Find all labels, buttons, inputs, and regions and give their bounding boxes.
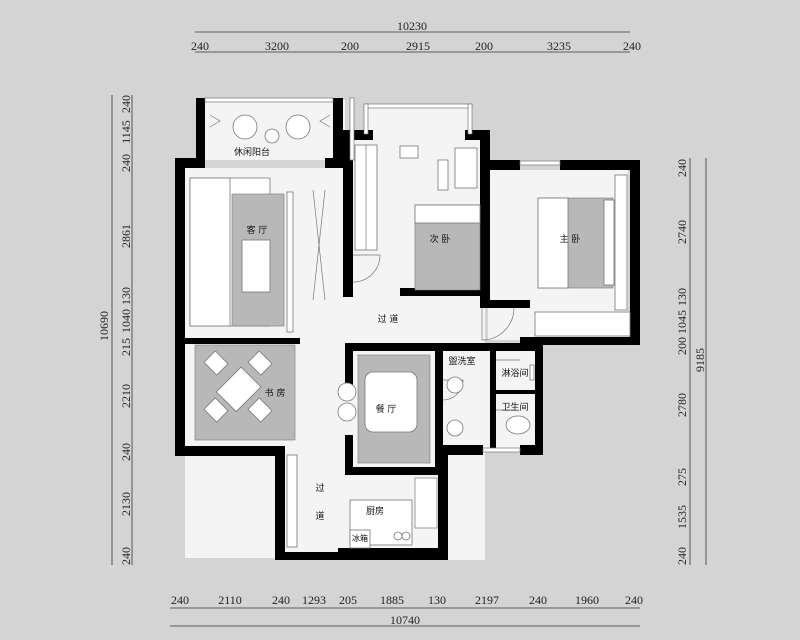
bottom-dim-7: 130 [428,593,446,607]
left-dim-9: 240 [119,443,133,461]
label-shower: 淋浴间 [501,367,528,379]
label-dining-room: 餐 厅 [376,403,397,415]
top-dim-6: 3235 [547,39,571,53]
living-furniture [189,177,294,333]
left-dim-11: 240 [119,547,133,565]
bottom-dim-9: 240 [529,593,547,607]
bottom-dim-8: 2197 [475,593,499,607]
left-dim-2: 1145 [119,120,133,144]
label-study: 书 房 [265,387,286,399]
right-total-dim: 9185 [693,348,707,372]
left-dimensions: 10690 240 1145 240 2861 130 1040 215 221… [97,95,133,565]
left-dim-8: 2210 [119,384,133,408]
balcony-furniture [209,114,331,144]
left-dim-10: 2130 [119,492,133,516]
left-dim-4: 2861 [119,224,133,248]
room-labels: 休闲阳台 客 厅 次 卧 主 卧 过 道 书 房 盥洗室 淋浴间 卫生间 餐 厅… [234,146,580,543]
bottom-dim-6: 1885 [380,593,404,607]
study-furniture [194,344,296,441]
label-corridor: 过 道 [378,313,399,325]
bottom-dim-11: 240 [625,593,643,607]
walls [175,98,640,560]
left-dim-1: 240 [119,95,133,113]
bottom-dim-4: 1293 [302,593,326,607]
label-corridor-2-a: 过 [315,482,324,494]
top-dim-1: 240 [191,39,209,53]
left-dim-6: 1040 [119,309,133,333]
top-dim-3: 200 [341,39,359,53]
bottom-dim-1: 240 [171,593,189,607]
label-washroom: 盥洗室 [448,355,475,367]
left-total-dim: 10690 [97,311,111,341]
left-dim-3: 240 [119,154,133,172]
label-bathroom: 卫生间 [501,401,528,413]
corridor-storage [286,454,298,548]
label-corridor-2-b: 道 [315,510,324,522]
label-living-room: 客 厅 [247,224,268,236]
top-dim-4: 2915 [406,39,430,53]
dimension-lines [111,31,707,627]
right-dim-4: 1045 [675,310,689,334]
dining-furniture [337,354,431,464]
right-dim-7: 275 [675,468,689,486]
bottom-dimensions: 240 2110 240 1293 205 1885 130 2197 240 … [171,593,643,627]
label-master-bedroom: 主 卧 [560,233,581,245]
right-dim-2: 2740 [675,220,689,244]
bath-fixtures [446,364,535,437]
right-dimensions: 240 2740 130 1045 200 2780 275 1535 240 … [675,159,707,565]
top-dim-7: 240 [623,39,641,53]
left-dim-5: 130 [119,287,133,305]
top-dim-5: 200 [475,39,493,53]
bottom-dim-10: 1960 [575,593,599,607]
bottom-dim-3: 240 [272,593,290,607]
right-dim-8: 1535 [675,505,689,529]
top-total-dim: 10230 [397,19,427,33]
right-dim-6: 2780 [675,393,689,417]
bottom-dim-5: 205 [339,593,357,607]
right-dim-5: 200 [675,337,689,355]
bottom-dim-2: 2110 [218,593,242,607]
master-bedroom-furniture [534,174,631,337]
right-dim-9: 240 [675,547,689,565]
left-dim-7: 215 [119,338,133,356]
top-dimensions: 10230 240 3200 200 2915 200 3235 240 [191,19,641,53]
label-leisure-balcony: 休闲阳台 [234,146,270,158]
bottom-total-dim: 10740 [390,613,420,627]
second-bedroom-furniture [354,144,481,291]
right-dim-3: 130 [675,288,689,306]
windows [204,97,561,529]
top-dim-2: 3200 [265,39,289,53]
doors [312,189,520,411]
right-dim-1: 240 [675,159,689,177]
label-kitchen: 厨房 [366,505,384,517]
label-second-bedroom: 次 卧 [430,233,451,245]
label-fridge: 冰箱 [352,533,368,543]
kitchen-furniture [349,499,413,549]
